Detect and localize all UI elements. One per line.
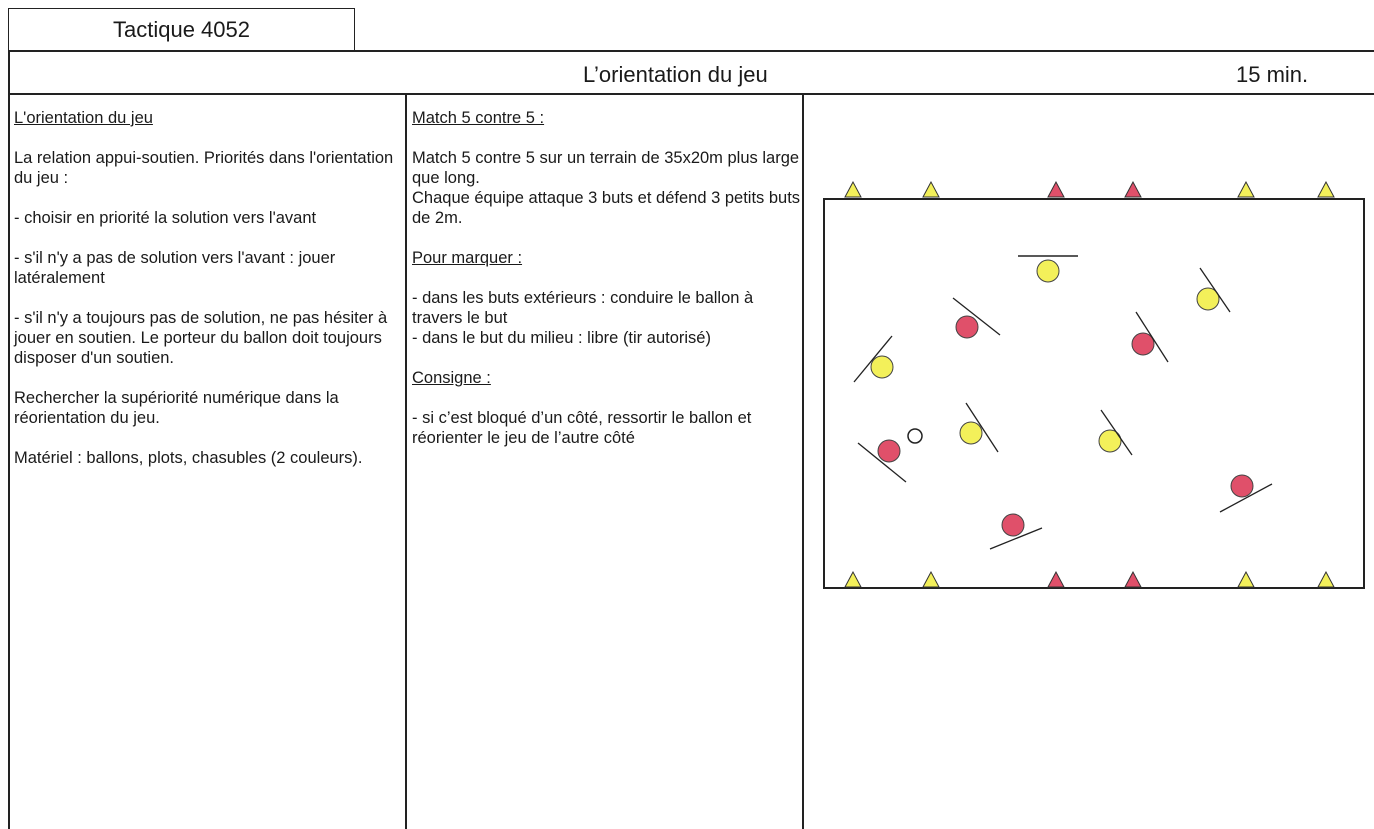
cone-icon [922, 570, 940, 588]
red-player-icon [1219, 474, 1273, 513]
pitch-outline [823, 198, 1365, 589]
title-bar [8, 50, 1374, 95]
instruction-rule-1: - si c’est bloqué d’un côté, ressortir l… [412, 409, 752, 447]
principle-point-4: Rechercher la supériorité numérique dans… [14, 389, 339, 427]
exercise-desc-1: Match 5 contre 5 sur un terrain de 35x20… [412, 149, 800, 187]
principles-column: L'orientation du jeu La relation appui-s… [14, 108, 400, 488]
cone-icon [844, 180, 862, 198]
cone-icon [1047, 180, 1065, 198]
cone-icon [1124, 180, 1142, 198]
exercise-column: Match 5 contre 5 : Match 5 contre 5 sur … [412, 108, 802, 468]
scoring-rule-2: - dans le but du milieu : libre (tir aut… [412, 329, 711, 347]
cone-icon [1124, 570, 1142, 588]
principles-heading: L'orientation du jeu [14, 109, 153, 127]
yellow-player-icon [959, 402, 999, 453]
column-divider-2 [802, 95, 804, 829]
cone-icon [1047, 570, 1065, 588]
cone-icon [1317, 570, 1335, 588]
duration-label: 15 min. [1236, 62, 1309, 87]
red-player-icon [952, 297, 1001, 339]
session-tag: Tactique 4052 [8, 8, 355, 50]
principle-point-1: - choisir en priorité la solution vers l… [14, 209, 317, 227]
session-tag-text: Tactique 4052 [113, 16, 250, 42]
principles-intro: La relation appui-soutien. Priorités dan… [14, 149, 394, 187]
yellow-player-icon [853, 335, 894, 383]
yellow-player-icon [1196, 267, 1231, 313]
column-divider-1 [405, 95, 407, 829]
yellow-player-icon [1036, 259, 1060, 283]
red-player-icon [989, 513, 1043, 550]
pitch-diagram [823, 180, 1365, 589]
cone-icon [1237, 570, 1255, 588]
yellow-player-icon [1098, 409, 1133, 456]
red-player-icon [1131, 311, 1169, 363]
cone-icon [1317, 180, 1335, 198]
scoring-heading: Pour marquer : [412, 249, 523, 267]
ball-icon [907, 428, 923, 444]
left-border [8, 95, 10, 829]
page-title: L’orientation du jeu [583, 62, 768, 87]
exercise-heading: Match 5 contre 5 : [412, 109, 545, 127]
principle-point-3: - s'il n'y a toujours pas de solution, n… [14, 309, 388, 367]
principle-point-2: - s'il n'y a pas de solution vers l'avan… [14, 249, 336, 287]
exercise-desc-2: Chaque équipe attaque 3 buts et défend 3… [412, 189, 801, 227]
instruction-heading: Consigne : [412, 369, 491, 387]
cone-icon [844, 570, 862, 588]
cone-icon [1237, 180, 1255, 198]
red-player-icon [857, 439, 907, 483]
equipment-text: Matériel : ballons, plots, chasubles (2 … [14, 449, 363, 467]
cone-icon [922, 180, 940, 198]
scoring-rule-1: - dans les buts extérieurs : conduire le… [412, 289, 754, 327]
